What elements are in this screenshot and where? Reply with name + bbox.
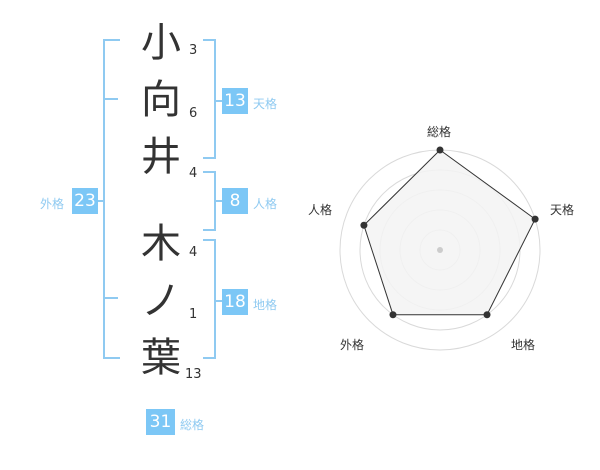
tenkaku-bracket bbox=[203, 39, 216, 159]
soukaku-value-box: 31 bbox=[146, 409, 175, 435]
radar-axis-label-chikaku: 地格 bbox=[511, 338, 536, 352]
stroke-count-4: 4 bbox=[189, 245, 198, 260]
chikaku-bracket bbox=[203, 239, 216, 359]
radar-point-4 bbox=[389, 311, 397, 319]
radar-point-1 bbox=[436, 146, 444, 154]
name-char-1: 小 bbox=[141, 20, 181, 66]
name-char-5: ノ bbox=[141, 278, 181, 324]
name-char-3: 井 bbox=[141, 134, 181, 180]
stroke-count-3: 4 bbox=[189, 166, 198, 181]
stroke-count-2: 6 bbox=[189, 106, 198, 121]
name-char-4: 木 bbox=[141, 221, 181, 267]
stroke-count-5: 1 bbox=[189, 307, 198, 322]
radar-axis-label-jinkaku: 人格 bbox=[308, 203, 333, 217]
radar-polygon bbox=[363, 149, 536, 316]
tenkaku-value-box: 13 bbox=[222, 88, 248, 114]
jinkaku-label: 人格 bbox=[253, 197, 278, 211]
chikaku-value-box: 18 bbox=[222, 289, 248, 315]
jinkaku-value-box: 8 bbox=[222, 188, 248, 214]
name-char-2: 向 bbox=[141, 77, 181, 123]
name-char-6: 葉 bbox=[141, 335, 181, 381]
radar-point-2 bbox=[531, 215, 539, 223]
radar-axis-label-tenkaku: 天格 bbox=[550, 203, 575, 217]
radar-axis-label-soukaku: 総格 bbox=[427, 125, 452, 139]
tenkaku-label: 天格 bbox=[253, 97, 278, 111]
radar-axis-label-gaikaku: 外格 bbox=[340, 338, 365, 352]
radar-center-dot bbox=[437, 247, 443, 253]
soukaku-label: 総格 bbox=[180, 418, 205, 432]
radar-point-5 bbox=[360, 221, 368, 229]
stroke-count-6: 13 bbox=[185, 367, 202, 382]
chikaku-label: 地格 bbox=[253, 298, 278, 312]
gaikaku-label: 外格 bbox=[40, 197, 65, 211]
radar-point-3 bbox=[483, 311, 491, 319]
gaikaku-bracket bbox=[103, 39, 120, 359]
stroke-count-1: 3 bbox=[189, 43, 198, 58]
gaikaku-value-box: 23 bbox=[72, 188, 98, 214]
